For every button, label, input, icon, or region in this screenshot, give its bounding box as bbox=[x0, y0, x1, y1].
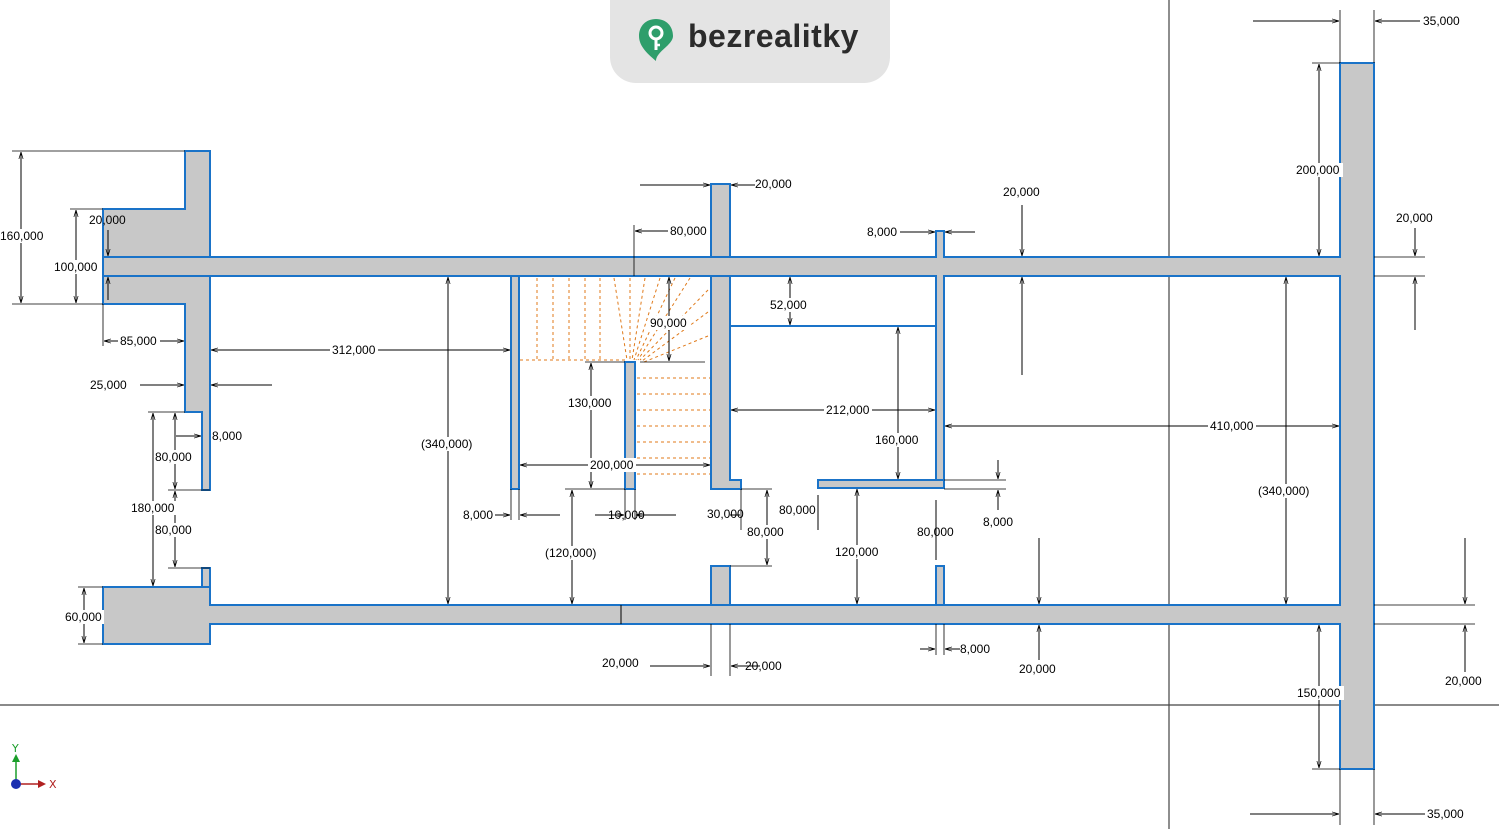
wall-left-top-block bbox=[102, 150, 211, 258]
brand-logo[interactable]: bezrealitky bbox=[610, 0, 890, 83]
dim-20-far-right-bottom: 20,000 bbox=[1445, 674, 1482, 688]
dimension-lines bbox=[12, 10, 1475, 825]
origin-icon bbox=[11, 779, 21, 789]
dim-150: 150,000 bbox=[1297, 686, 1341, 700]
x-axis-label: X bbox=[49, 778, 57, 791]
dim-20-top-mid: 20,000 bbox=[755, 177, 792, 191]
dim-340-right: (340,000) bbox=[1258, 484, 1309, 498]
dim-160: 160,000 bbox=[0, 229, 44, 243]
dim-312: 312,000 bbox=[332, 343, 376, 357]
dim-90: 90,000 bbox=[650, 316, 687, 330]
dim-340-left: (340,000) bbox=[421, 437, 472, 451]
dim-20-bottom-left: 20,000 bbox=[602, 656, 639, 670]
wall-right-bottom-stub bbox=[935, 565, 945, 606]
wall-room-top bbox=[729, 275, 937, 327]
dim-20-top-right: 20,000 bbox=[1003, 185, 1040, 199]
dim-200-right: 200,000 bbox=[1296, 163, 1340, 177]
dim-8-right: 8,000 bbox=[983, 515, 1013, 529]
dim-160-mid: 160,000 bbox=[875, 433, 919, 447]
dim-100: 100,000 bbox=[54, 260, 98, 274]
dim-20-bottom-right: 20,000 bbox=[1019, 662, 1056, 676]
staircase bbox=[520, 277, 710, 475]
dim-80-left-b: 80,000 bbox=[155, 523, 192, 537]
dim-8-stair: 8,000 bbox=[463, 508, 493, 522]
dim-60: 60,000 bbox=[65, 610, 102, 624]
brand-name: bezrealitky bbox=[688, 18, 859, 54]
dim-120-paren: (120,000) bbox=[545, 546, 596, 560]
ucs-axis-indicator: Y X bbox=[11, 742, 57, 791]
dim-130: 130,000 bbox=[568, 396, 612, 410]
dim-52: 52,000 bbox=[770, 298, 807, 312]
dim-10: 10,000 bbox=[608, 508, 645, 522]
dim-35-bottom: 35,000 bbox=[1427, 807, 1464, 821]
dim-80-mid-a: 80,000 bbox=[779, 503, 816, 517]
x-axis-arrow-icon bbox=[38, 780, 46, 788]
dim-80-right: 80,000 bbox=[917, 525, 954, 539]
dim-25: 25,000 bbox=[90, 378, 127, 392]
dim-85: 85,000 bbox=[120, 334, 157, 348]
dim-20-left: 20,000 bbox=[89, 213, 126, 227]
dimension-labels: 160,000 100,000 20,000 85,000 25,000 8,0… bbox=[0, 14, 1482, 821]
dim-35-top: 35,000 bbox=[1423, 14, 1460, 28]
dim-20-bottom-mid: 20,000 bbox=[745, 659, 782, 673]
dim-200: 200,000 bbox=[590, 458, 634, 472]
key-pin-icon bbox=[639, 19, 673, 61]
wall-room-bottom bbox=[817, 479, 945, 489]
dim-120-mid: 120,000 bbox=[835, 545, 879, 559]
dim-8-top-right: 8,000 bbox=[867, 225, 897, 239]
dim-8-bottom-right: 8,000 bbox=[960, 642, 990, 656]
wall-mid-partition bbox=[710, 275, 742, 490]
dim-80-left-a: 80,000 bbox=[155, 450, 192, 464]
dim-8-left: 8,000 bbox=[212, 429, 242, 443]
y-axis-arrow-icon bbox=[12, 754, 20, 762]
dim-20-far-right-top: 20,000 bbox=[1396, 211, 1433, 225]
wall-mid-bottom-stub bbox=[710, 565, 731, 606]
wall-mid-top-stub bbox=[710, 183, 731, 258]
dim-212: 212,000 bbox=[826, 403, 870, 417]
wall-stair-left bbox=[510, 275, 520, 490]
dim-410: 410,000 bbox=[1210, 419, 1254, 433]
dim-180: 180,000 bbox=[131, 501, 175, 515]
wall-left-cap bbox=[102, 275, 211, 491]
dim-80-mid-b: 80,000 bbox=[747, 525, 784, 539]
dim-30: 30,000 bbox=[707, 507, 744, 521]
dim-80-top-stair: 80,000 bbox=[670, 224, 707, 238]
y-axis-label: Y bbox=[11, 742, 19, 755]
wall-stair-inner bbox=[624, 361, 636, 490]
